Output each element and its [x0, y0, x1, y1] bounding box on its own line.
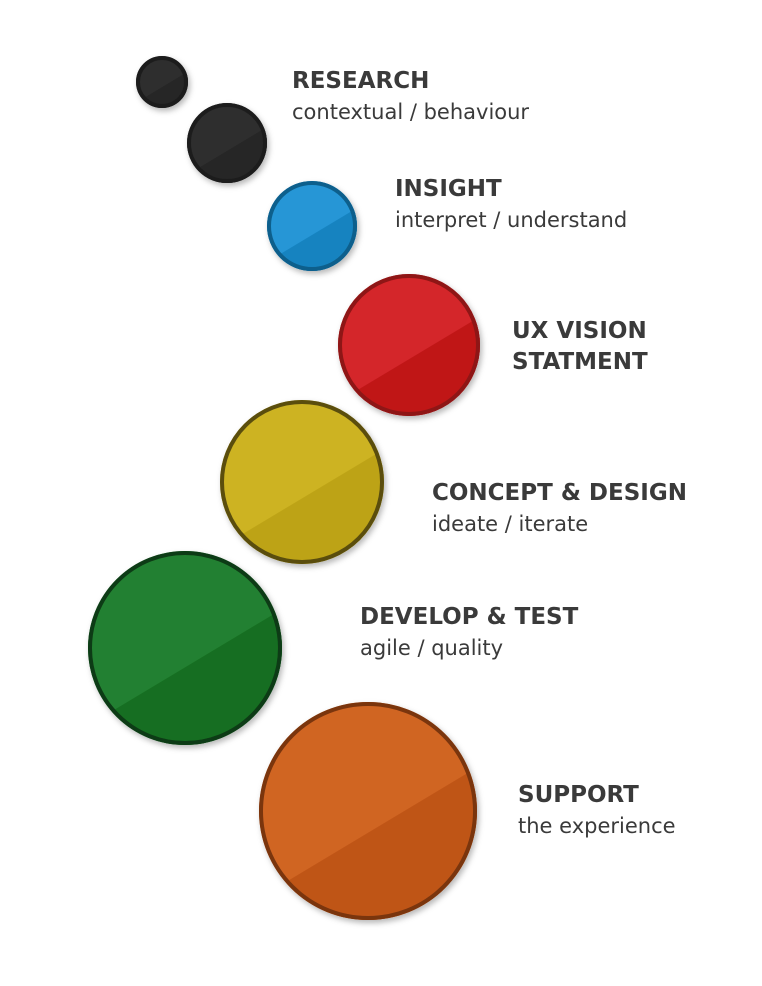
- stage-circle: [267, 181, 357, 271]
- circle-shade: [136, 71, 188, 108]
- stage-title: DEVELOP & TEST: [360, 604, 579, 630]
- stage-circle: [259, 702, 477, 920]
- stage-title: STATMENT: [512, 349, 648, 375]
- circle-outline: [88, 551, 282, 745]
- stage-title: UX VISION: [512, 318, 647, 344]
- circle-shade: [220, 449, 384, 564]
- circle-shade: [259, 767, 477, 920]
- stage-title: CONCEPT & DESIGN: [432, 480, 687, 506]
- circle-outline: [136, 56, 188, 108]
- stage-subtitle: contextual / behaviour: [292, 100, 529, 124]
- stage-circle: [187, 103, 267, 183]
- stage-subtitle: agile / quality: [360, 636, 503, 660]
- circle-outline: [187, 103, 267, 183]
- circle-outline: [338, 274, 480, 416]
- stage-circles: [88, 56, 480, 920]
- circle-shade: [187, 127, 267, 183]
- circle-shade: [88, 609, 282, 745]
- circle-outline: [220, 400, 384, 564]
- circle-shade: [338, 316, 480, 416]
- circle-shade: [267, 208, 357, 271]
- stage-title: INSIGHT: [395, 176, 502, 202]
- stage-circle: [88, 551, 282, 745]
- stage-subtitle: the experience: [518, 814, 676, 838]
- stage-title: SUPPORT: [518, 782, 639, 808]
- stage-title: RESEARCH: [292, 68, 429, 94]
- stage-subtitle: interpret / understand: [395, 208, 627, 232]
- stage-subtitle: ideate / iterate: [432, 512, 588, 536]
- circle-outline: [259, 702, 477, 920]
- circle-outline: [267, 181, 357, 271]
- stage-circle: [136, 56, 188, 108]
- stage-circle: [338, 274, 480, 416]
- stage-circle: [220, 400, 384, 564]
